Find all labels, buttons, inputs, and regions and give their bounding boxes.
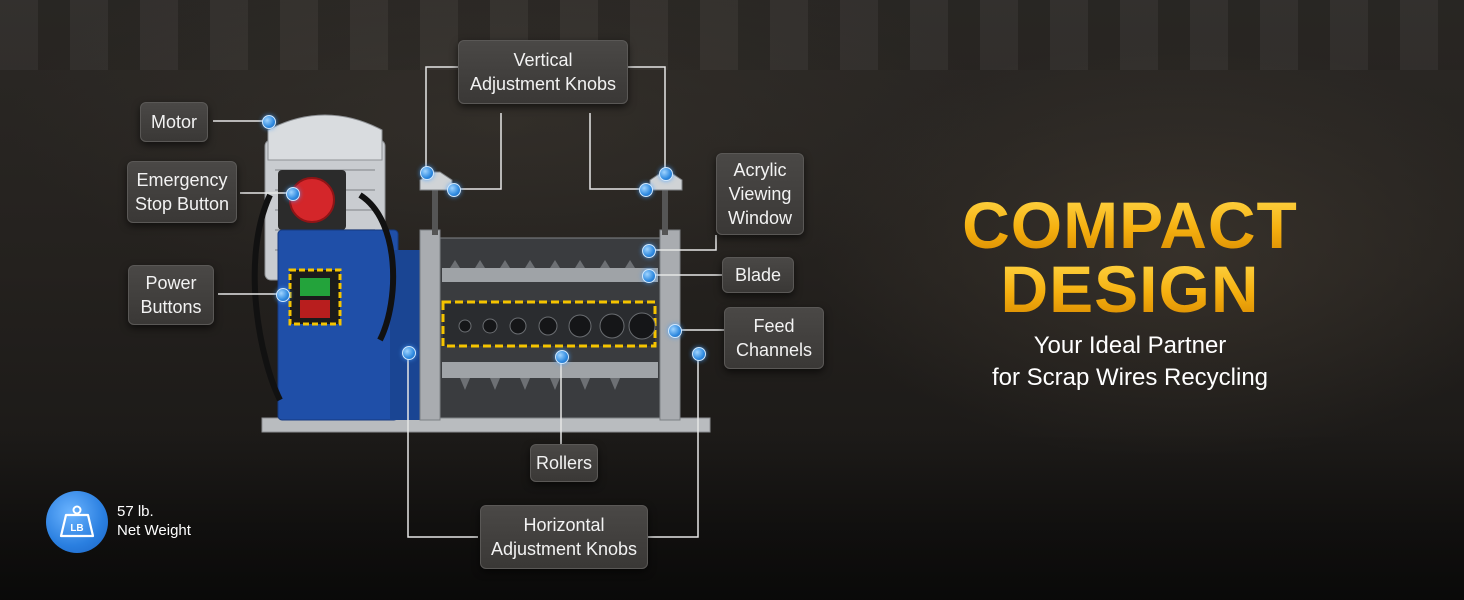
headline-line1: COMPACT xyxy=(940,192,1320,258)
motor-label-text: Motor xyxy=(150,112,197,132)
weight-label: Net Weight xyxy=(117,522,191,539)
blade-label-text: Blade xyxy=(734,265,782,285)
rollers-label: Rollers xyxy=(530,444,598,482)
horizontal-knobs-label: Horizontal Adjustment Knobs xyxy=(480,505,648,569)
emergency-stop-callout-dot xyxy=(286,187,300,201)
rollers-callout-dot xyxy=(555,350,569,364)
weight-icon: LB xyxy=(46,491,108,553)
feed-channels-label-line2: Channels xyxy=(735,340,813,360)
vertical-knob-right-dot xyxy=(639,183,653,197)
horizontal-knob-right-dot xyxy=(692,347,706,361)
tagline-line1: Your Ideal Partner xyxy=(1033,332,1227,359)
acrylic-window-label-line3: Window xyxy=(727,208,793,228)
weight-value: 57 lb. xyxy=(117,503,154,520)
rollers-label-text: Rollers xyxy=(535,453,592,473)
feed-channels-label-line1: Feed xyxy=(753,316,795,336)
motor-label: Motor xyxy=(140,102,208,142)
acrylic-window-label-line2: Viewing xyxy=(728,184,792,204)
vertical-knob-left-top-dot xyxy=(420,166,434,180)
motor-callout-dot xyxy=(262,115,276,129)
horizontal-knobs-label-line2: Adjustment Knobs xyxy=(490,539,638,559)
blade-label: Blade xyxy=(722,257,794,293)
emergency-stop-label-line2: Stop Button xyxy=(134,194,230,214)
acrylic-window-label-line1: Acrylic xyxy=(733,160,787,180)
power-buttons-label-line2: Buttons xyxy=(140,297,202,317)
feed-channels-callout-dot xyxy=(668,324,682,338)
vertical-knobs-label-line1: Vertical xyxy=(513,50,573,70)
feed-channels-label: Feed Channels xyxy=(724,307,824,369)
vertical-knob-left-dot xyxy=(447,183,461,197)
acrylic-window-label: Acrylic Viewing Window xyxy=(716,153,804,235)
tagline-line2: for Scrap Wires Recycling xyxy=(991,364,1269,391)
emergency-stop-label-line1: Emergency xyxy=(136,170,228,190)
acrylic-window-callout-dot xyxy=(642,244,656,258)
horizontal-knob-left-dot xyxy=(402,346,416,360)
emergency-stop-label: Emergency Stop Button xyxy=(127,161,237,223)
power-buttons-label-line1: Power xyxy=(145,273,197,293)
wire-stripping-machine xyxy=(251,114,711,433)
headline-line2: DESIGN xyxy=(940,256,1320,322)
horizontal-knobs-label-line1: Horizontal xyxy=(523,515,605,535)
weight-icon-text: LB xyxy=(70,523,83,534)
power-buttons-label: Power Buttons xyxy=(128,265,214,325)
blade-callout-dot xyxy=(642,269,656,283)
vertical-knobs-label: Vertical Adjustment Knobs xyxy=(458,40,628,104)
power-buttons-callout-dot xyxy=(276,288,290,302)
vertical-knob-right-top-dot xyxy=(659,167,673,181)
vertical-knobs-label-line2: Adjustment Knobs xyxy=(469,74,617,94)
